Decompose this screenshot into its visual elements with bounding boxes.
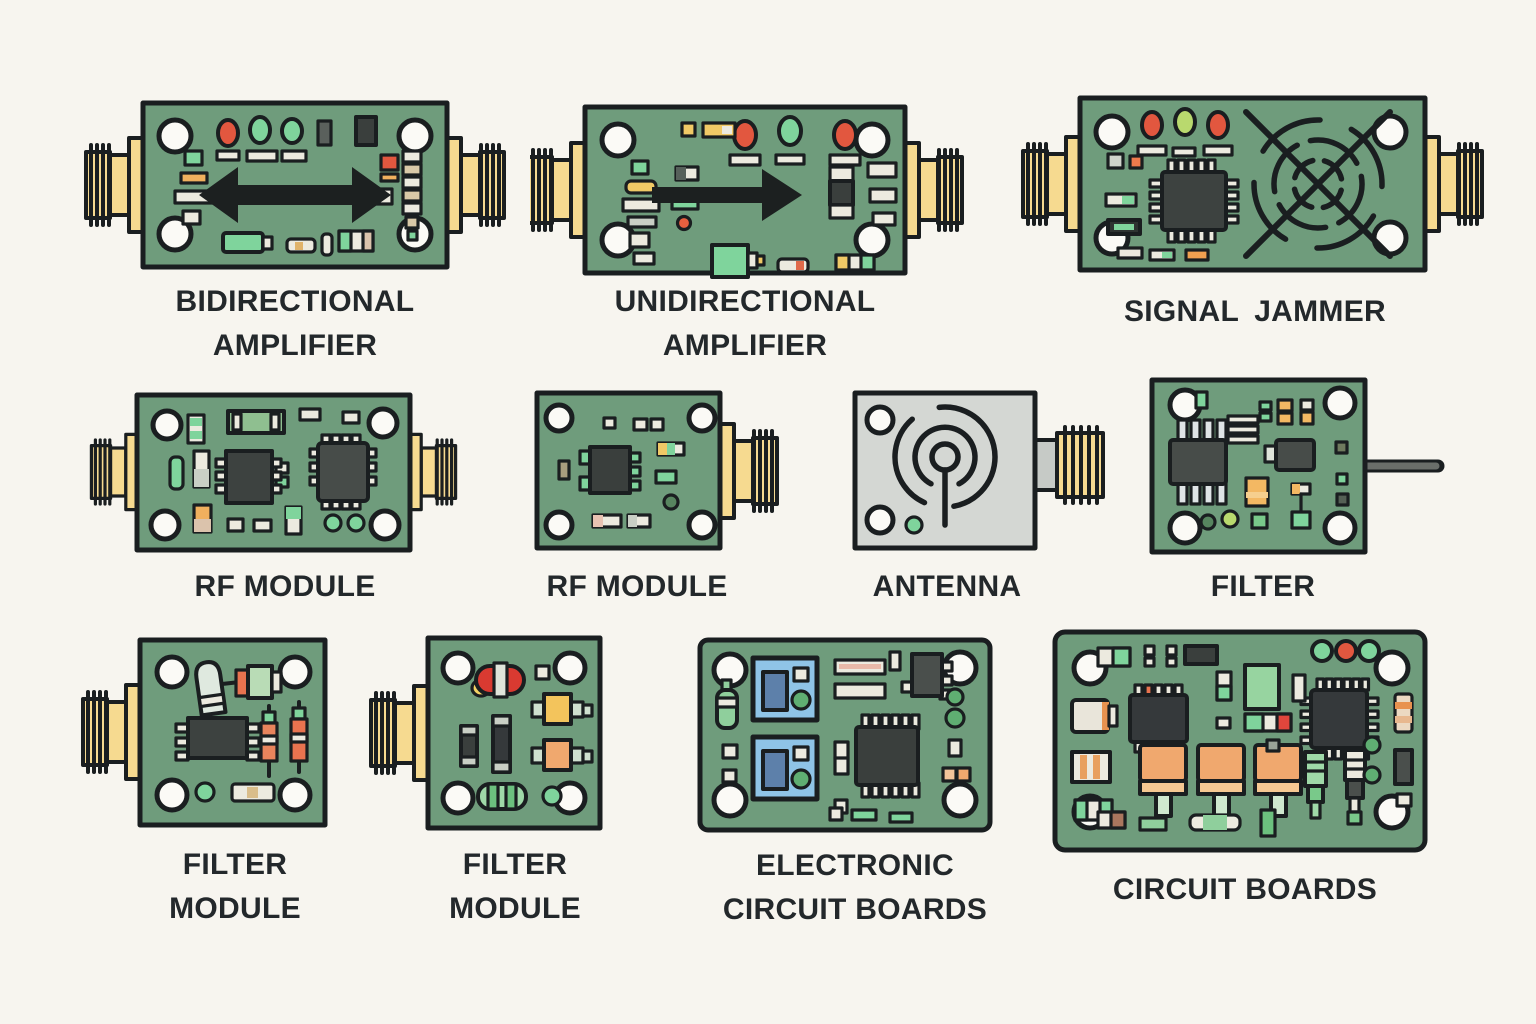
filter-board xyxy=(1149,377,1445,555)
yellow-capacitor xyxy=(530,692,594,726)
label-line: ELECTRONIC xyxy=(756,849,954,882)
label-line: MODULE xyxy=(449,892,581,925)
inductor xyxy=(234,664,283,700)
filter-module-a-board xyxy=(81,637,328,828)
label-line: SIGNAL JAMMER xyxy=(1123,295,1387,328)
soic-chip xyxy=(1128,683,1189,754)
sma-connector-right xyxy=(1033,425,1105,505)
label-filter-module-b: FILTER MODULE xyxy=(395,843,635,931)
led-indicators xyxy=(1136,107,1234,158)
filter-module-b-board xyxy=(369,635,603,831)
label-line: BIDIRECTIONAL xyxy=(175,285,415,318)
sma-connector-left xyxy=(84,136,147,234)
label-unidirectional-amplifier: UNIDIRECTIONAL AMPLIFIER xyxy=(565,280,925,368)
power-transistors xyxy=(1138,743,1303,818)
passive-components xyxy=(194,781,276,803)
bidirectional-arrow-icon xyxy=(199,167,391,223)
main-ic-chip xyxy=(854,713,921,799)
mounting-holes xyxy=(864,404,896,536)
label-line: FILTER xyxy=(1210,570,1316,603)
label-line: AMPLIFIER xyxy=(662,329,828,362)
jammer-crossed-signal-icon xyxy=(1243,109,1393,259)
sma-connector-right xyxy=(901,141,964,239)
label-rf-module-b: RF MODULE xyxy=(517,565,757,609)
qfn-chip xyxy=(308,433,378,511)
qfp-chip xyxy=(1148,158,1240,244)
label-electronic-circuit-boards: ELECTRONIC CIRCUIT BOARDS xyxy=(685,844,1025,932)
rf-module-a-board xyxy=(89,392,458,553)
sma-connector-left xyxy=(89,432,141,512)
led-indicator xyxy=(904,515,924,535)
label-antenna: ANTENNA xyxy=(827,565,1067,609)
label-line: UNIDIRECTIONAL xyxy=(614,285,876,318)
antenna-icon xyxy=(892,404,998,528)
signal-jammer-board xyxy=(1021,95,1484,273)
label-filter-module-a: FILTER MODULE xyxy=(115,843,355,931)
electronic-circuit-boards-board xyxy=(697,637,993,833)
sot-chip xyxy=(578,445,642,495)
mounting-holes xyxy=(543,402,718,541)
label-line: AMPLIFIER xyxy=(212,329,378,362)
resistors xyxy=(259,700,309,778)
passive-components xyxy=(721,650,972,824)
mounting-holes xyxy=(1167,385,1358,546)
ic-chip xyxy=(1168,418,1228,506)
label-filter: FILTER xyxy=(1143,565,1383,609)
led-indicators xyxy=(1310,639,1381,663)
passive-components xyxy=(1194,390,1350,531)
green-inductor xyxy=(476,782,563,811)
capacitor xyxy=(194,660,228,718)
mounting-holes xyxy=(154,654,313,813)
passive-components xyxy=(459,664,551,774)
label-signal-jammer: SIGNAL JAMMER xyxy=(1055,290,1455,334)
sma-connector-right xyxy=(443,136,506,234)
label-line: MODULE xyxy=(169,892,301,925)
label-line: FILTER xyxy=(182,848,288,881)
sma-connector-right xyxy=(716,422,779,520)
label-bidirectional-amplifier: BIDIRECTIONAL AMPLIFIER xyxy=(115,280,475,368)
led-indicators xyxy=(215,115,308,163)
soic-chip xyxy=(174,716,261,762)
bidirectional-amplifier-board xyxy=(84,100,506,270)
label-line: CIRCUIT BOARDS xyxy=(1112,873,1378,906)
sma-connector-left xyxy=(1021,135,1084,233)
unidirectional-amplifier-board xyxy=(530,104,964,279)
mounting-holes xyxy=(148,406,402,542)
relay-module-2 xyxy=(750,734,820,802)
relay-module-1 xyxy=(750,655,820,723)
passive-components xyxy=(557,416,686,529)
label-line: ANTENNA xyxy=(872,570,1022,603)
label-line: RF MODULE xyxy=(546,570,728,603)
orange-capacitor xyxy=(530,738,594,772)
sma-connector-left xyxy=(369,684,432,782)
sma-connector-right xyxy=(1421,135,1484,233)
sma-connector-right xyxy=(406,432,458,512)
label-line: FILTER xyxy=(462,848,568,881)
label-line: CIRCUIT BOARDS xyxy=(722,893,988,926)
circuit-boards-board xyxy=(1052,629,1428,853)
label-line: RF MODULE xyxy=(194,570,376,603)
soic-chip xyxy=(214,449,283,505)
led-indicators xyxy=(728,115,862,167)
unidirectional-arrow-icon xyxy=(652,169,802,221)
label-rf-module-a: RF MODULE xyxy=(165,565,405,609)
passive-components xyxy=(621,121,898,279)
electrolytic-capacitor xyxy=(715,678,739,730)
sma-connector-left xyxy=(81,683,144,781)
passive-components xyxy=(1070,644,1414,838)
rf-module-b-board xyxy=(534,390,779,551)
sma-connector-left xyxy=(530,141,589,239)
antenna-board xyxy=(852,390,1105,551)
label-circuit-boards: CIRCUIT BOARDS xyxy=(1055,868,1435,912)
mounting-holes xyxy=(440,650,588,816)
passive-components xyxy=(1104,152,1210,262)
red-diode xyxy=(470,661,526,699)
